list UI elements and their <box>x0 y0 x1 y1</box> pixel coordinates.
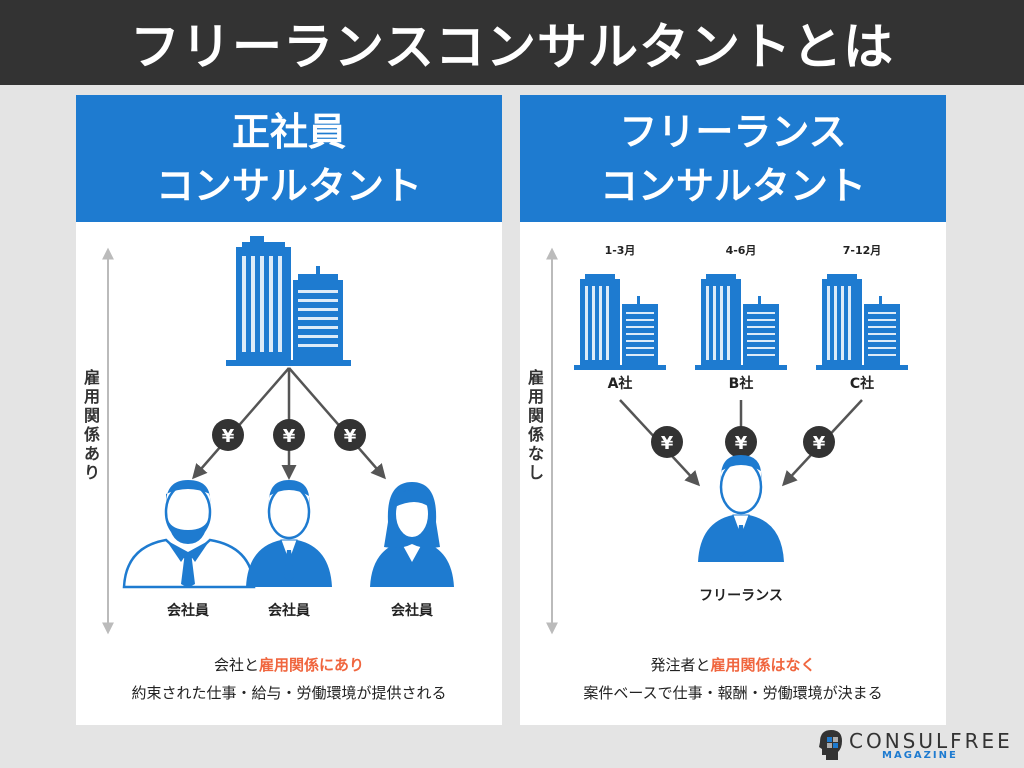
svg-text:¥: ¥ <box>813 433 826 454</box>
caption-line1: 会社と雇用関係にあり <box>76 651 502 679</box>
person-label: 会社員 <box>167 602 209 619</box>
payment-arrow-left <box>192 367 290 480</box>
svg-text:¥: ¥ <box>661 433 674 454</box>
businessman-icon <box>246 480 332 587</box>
vertical-label: 雇用関係なし <box>527 368 544 482</box>
caption: 会社と雇用関係にあり 約束された仕事・給与・労働環境が提供される <box>76 651 502 707</box>
payment-arrow-right <box>288 367 386 480</box>
company-label: C社 <box>850 375 874 392</box>
caption-highlight: 雇用関係にあり <box>259 656 365 674</box>
company-building-icon <box>816 274 908 370</box>
title-bar: フリーランスコンサルタントとは <box>0 0 1024 85</box>
svg-text:¥: ¥ <box>283 426 296 447</box>
panel-header-line2: コンサルタント <box>599 163 866 208</box>
yen-coin-icon: ¥ <box>273 419 305 451</box>
yen-coin-icon: ¥ <box>212 419 244 451</box>
caption-line2: 案件ベースで仕事・報酬・労働環境が決まる <box>583 684 883 702</box>
svg-text:¥: ¥ <box>344 426 357 447</box>
caption-line2: 約束された仕事・給与・労働環境が提供される <box>131 684 447 702</box>
caption-pre: 会社と <box>213 656 259 674</box>
company-label: B社 <box>729 375 754 392</box>
page-title: フリーランスコンサルタントとは <box>130 17 894 76</box>
caption-highlight: 雇用関係はなく <box>710 656 816 674</box>
consulfree-logo: CONSULFREE MAGAZINE <box>816 728 1010 764</box>
head-puzzle-icon <box>819 730 842 760</box>
employee-consultant-panel: 正社員 コンサルタント <box>76 95 502 725</box>
bearded-man-icon <box>122 480 256 589</box>
freelancer-icon <box>698 455 784 562</box>
freelance-diagram: 1-3月 4-6月 7-12月 <box>546 244 908 635</box>
person-label: 会社員 <box>391 602 433 619</box>
freelancer-label: フリーランス <box>699 588 783 604</box>
panel-header-line1: フリーランス <box>619 109 847 154</box>
period-label: 4-6月 <box>726 244 757 257</box>
period-label: 1-3月 <box>605 244 636 257</box>
period-label: 7-12月 <box>843 244 882 257</box>
person-label: 会社員 <box>268 602 310 619</box>
company-building-icon <box>226 236 351 366</box>
freelance-consultant-panel: フリーランス コンサルタント 1-3月 4-6月 7-12月 <box>520 95 946 725</box>
svg-text:¥: ¥ <box>222 426 235 447</box>
company-building-icon <box>574 274 666 370</box>
yen-coin-icon: ¥ <box>725 426 757 458</box>
yen-coin-icon: ¥ <box>651 426 683 458</box>
caption-pre: 発注者と <box>650 656 711 674</box>
panel-header: フリーランス コンサルタント <box>520 95 946 222</box>
panel-header-line2: コンサルタント <box>155 163 422 208</box>
caption: 発注者と雇用関係はなく 案件ベースで仕事・報酬・労働環境が決まる <box>520 651 946 707</box>
svg-text:¥: ¥ <box>735 433 748 454</box>
caption-line1: 発注者と雇用関係はなく <box>520 651 946 679</box>
logo-sub: MAGAZINE <box>882 750 958 761</box>
yen-coin-icon: ¥ <box>334 419 366 451</box>
employment-diagram: ¥ ¥ ¥ <box>102 236 454 635</box>
company-building-icon <box>695 274 787 370</box>
panel-header-line1: 正社員 <box>231 109 346 154</box>
vertical-label: 雇用関係あり <box>83 368 100 482</box>
company-label: A社 <box>608 375 633 392</box>
logo-name: CONSULFREE <box>849 729 1013 753</box>
businesswoman-icon <box>370 482 454 587</box>
yen-coin-icon: ¥ <box>803 426 835 458</box>
panel-header: 正社員 コンサルタント <box>76 95 502 222</box>
